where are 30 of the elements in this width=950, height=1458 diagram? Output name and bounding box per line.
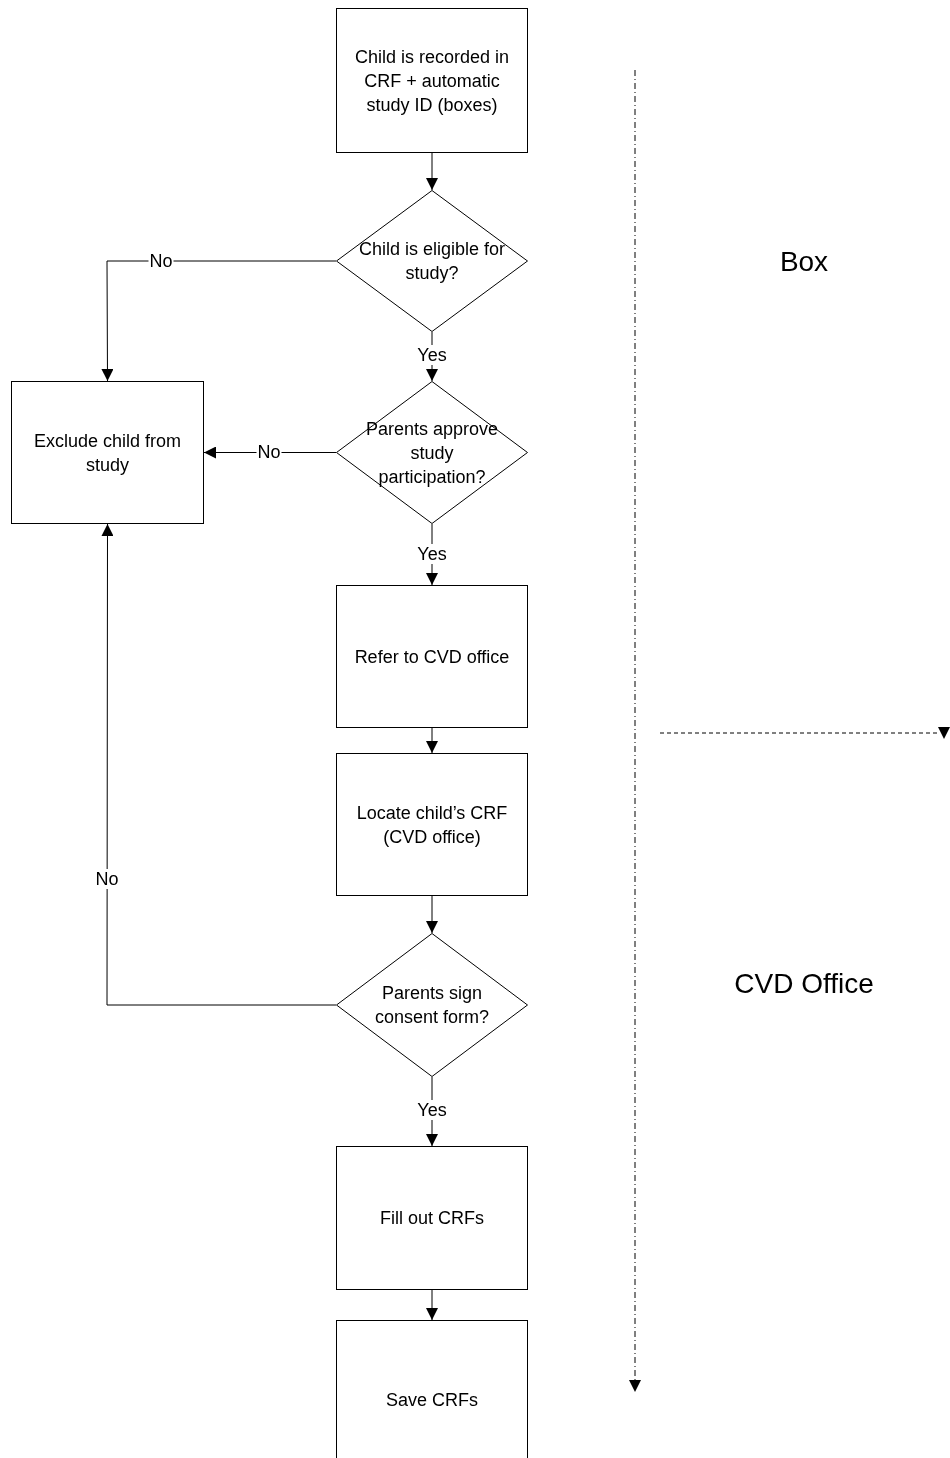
process-box [11,381,204,524]
edge-label: No [94,869,120,889]
lane-label: Box [779,246,829,278]
arrow [426,727,438,754]
process-box [336,585,528,728]
lane-label: CVD Office [734,968,874,1000]
node-text: Parents sign consent form? [373,982,491,1029]
decision-diamond [336,381,528,524]
node-text: Parents approve study participation? [364,417,500,489]
process-box [336,753,528,896]
arrow [101,260,337,382]
node-text: Save CRFs [385,1389,479,1412]
node-text: Fill out CRFs [379,1207,485,1230]
process-box [336,1320,528,1458]
process-box [336,8,528,153]
decision-diamond [336,933,528,1077]
node-text: Refer to CVD office [353,645,511,669]
arrow [426,895,438,934]
arrow [426,1289,438,1321]
arrow [426,152,438,191]
edge-label: Yes [416,345,448,365]
node-text: Locate child’s CRF (CVD office) [355,801,509,849]
process-box [336,1146,528,1290]
node-text: Exclude child from study [32,429,183,477]
node-text: Child is eligible for study? [357,238,507,285]
decision-diamond [336,190,528,332]
edge-label: Yes [416,1100,448,1120]
node-text: Child is recorded in CRF + automatic study ID (boxes) [353,45,511,117]
arrow [101,523,337,1006]
edge-label: Yes [416,544,448,564]
